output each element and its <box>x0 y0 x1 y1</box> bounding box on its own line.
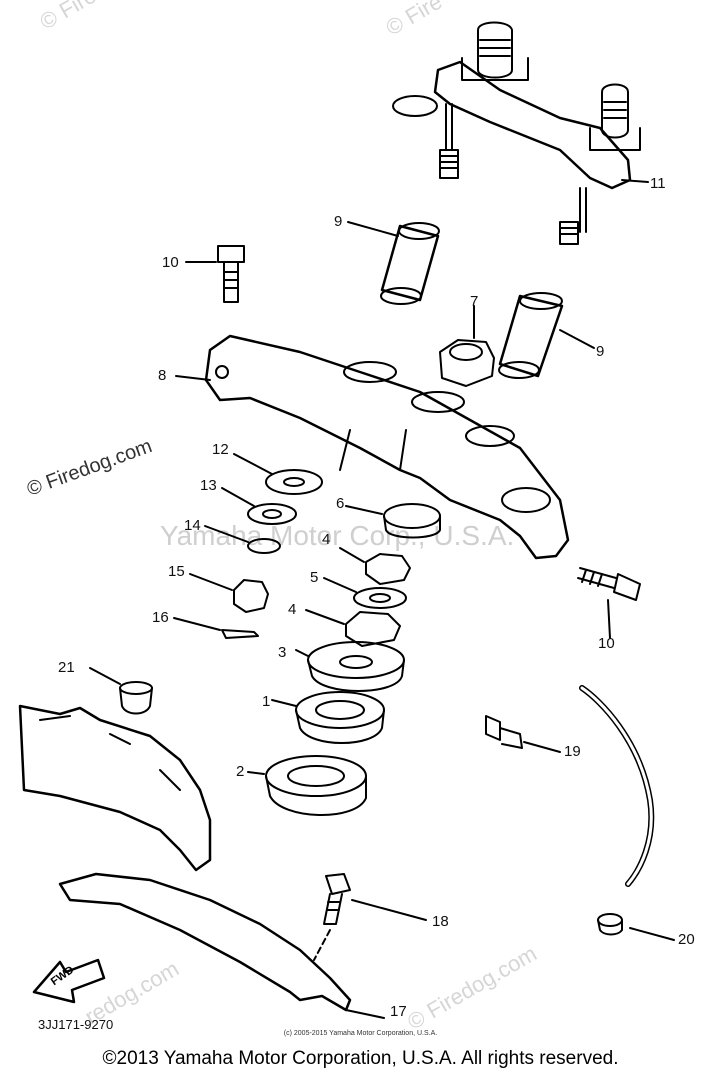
bearing-cover-part-6 <box>345 503 441 539</box>
cover-panel <box>18 704 212 872</box>
nut-part-7 <box>439 305 495 387</box>
bearing-part-1 <box>271 691 385 744</box>
washer-part-12 <box>233 453 323 495</box>
bolt-part-10-lower <box>577 567 641 639</box>
label-part-20: 20 <box>678 931 695 948</box>
ring-nut-part-4-lower <box>305 609 401 647</box>
washer-part-13 <box>221 487 297 525</box>
forward-arrow-icon <box>32 958 106 1004</box>
damper-part-9-lower <box>498 292 595 379</box>
footer-copyright: ©2013 Yamaha Motor Corporation, U.S.A. A… <box>102 1048 619 1069</box>
lock-washer-part-14 <box>204 525 281 554</box>
label-part-10-lower: 10 <box>598 635 615 652</box>
label-part-17: 17 <box>390 1003 407 1020</box>
label-part-1: 1 <box>262 693 271 710</box>
small-copyright: (c) 2005-2015 Yamaha Motor Corporation, … <box>283 1030 438 1037</box>
label-part-3: 3 <box>278 644 287 661</box>
label-part-4-lower: 4 <box>288 601 297 618</box>
wire-harness <box>579 685 655 887</box>
diagram-code: 3JJ171-9270 <box>38 1017 114 1032</box>
label-part-2: 2 <box>236 763 245 780</box>
label-part-6: 6 <box>336 495 345 512</box>
label-part-8: 8 <box>158 367 167 384</box>
label-part-10-upper: 10 <box>162 254 179 271</box>
grommet-part-21 <box>89 667 153 715</box>
under-bracket-part-8 <box>175 334 570 560</box>
label-part-9-lower: 9 <box>596 343 605 360</box>
washer-part-5 <box>323 577 407 609</box>
ring-nut-part-4-upper <box>339 547 411 585</box>
label-part-19: 19 <box>564 743 581 760</box>
handlebar-holder-part-11 <box>392 21 649 245</box>
label-part-15: 15 <box>168 563 185 580</box>
bearing-part-2 <box>247 755 367 816</box>
label-part-18: 18 <box>432 913 449 930</box>
bolt-part-10-upper <box>185 245 245 303</box>
fender-part-17 <box>58 872 385 1019</box>
watermark-center: Yamaha Motor Corp., U.S.A. <box>160 520 515 551</box>
label-part-21: 21 <box>58 659 75 676</box>
label-part-7: 7 <box>470 293 479 310</box>
label-part-12: 12 <box>212 441 229 458</box>
cotter-pin-part-16 <box>173 617 259 639</box>
label-part-9-upper: 9 <box>334 213 343 230</box>
label-part-5: 5 <box>310 569 319 586</box>
switch-part-19 <box>485 715 561 753</box>
label-part-16: 16 <box>152 609 169 626</box>
label-part-14: 14 <box>184 517 201 534</box>
label-part-13: 13 <box>200 477 217 494</box>
damper-part-9-upper <box>347 221 440 305</box>
label-part-4-upper: 4 <box>322 531 331 548</box>
cap-part-20 <box>597 913 675 941</box>
label-part-11: 11 <box>650 175 666 192</box>
nut-part-15 <box>189 573 269 613</box>
cover-part-3 <box>295 641 405 692</box>
bolt-part-18 <box>313 873 427 961</box>
